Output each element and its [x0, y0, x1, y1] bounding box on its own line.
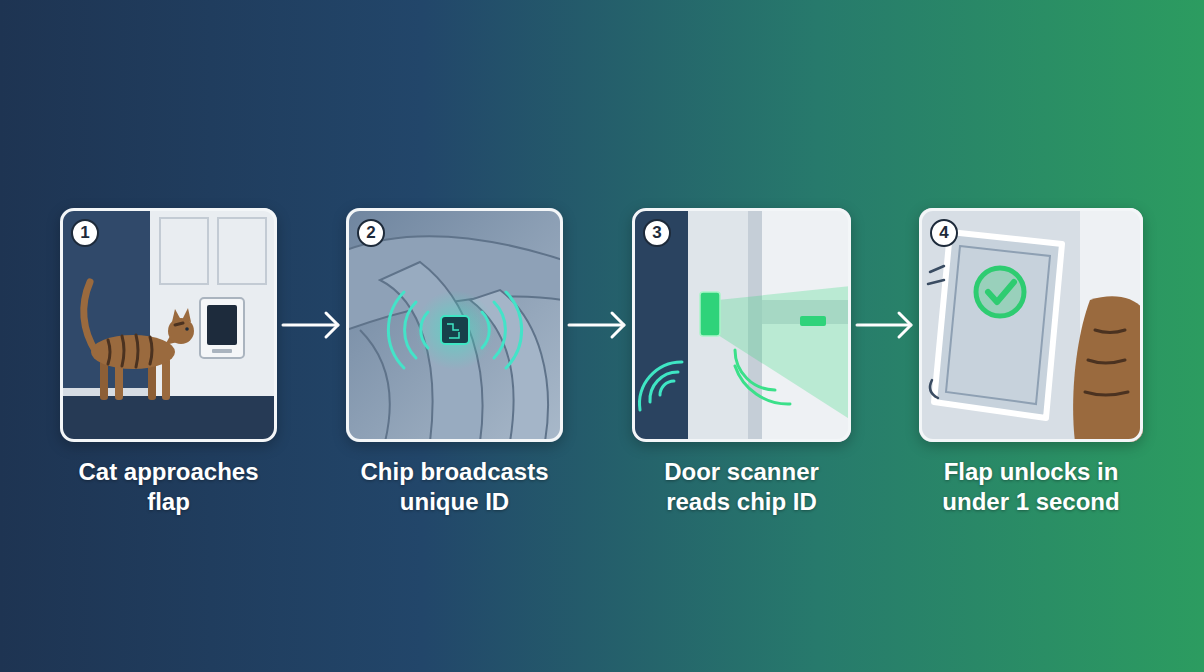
cat-scene-part [182, 308, 191, 322]
step-number: 1 [71, 219, 99, 247]
cat-scene-part [91, 335, 175, 369]
door-scanner-part [700, 292, 720, 336]
flap-open-part [928, 266, 944, 398]
arrow-head [326, 313, 338, 337]
chip-anatomy-part [346, 208, 563, 442]
chip-anatomy-part-part [421, 312, 428, 348]
cat-scene-part-part [150, 337, 152, 364]
chip-anatomy-part-part [388, 292, 404, 368]
step-number: 4 [930, 219, 958, 247]
step-caption: Flap unlocks in under 1 second [922, 457, 1140, 517]
step-number: 3 [643, 219, 671, 247]
flow-arrow [857, 313, 911, 337]
cat-scene-part [172, 309, 181, 322]
chip-anatomy-part-part [405, 302, 416, 358]
flap-open-part [988, 282, 1014, 302]
arrow-head [612, 313, 624, 337]
cat-scene-part [160, 218, 208, 284]
cat-scene-part [207, 305, 237, 345]
chip-anatomy-part [360, 330, 390, 442]
flap-open-part-part [1095, 330, 1125, 333]
arrow-head [899, 313, 911, 337]
door-scanner-part-part [650, 372, 678, 402]
door-scanner-part-part [660, 381, 674, 395]
door-scanner-part [632, 208, 851, 442]
cat-scene [60, 208, 277, 442]
arrow-line [857, 324, 911, 327]
step-caption: Chip broadcasts unique ID [346, 457, 564, 517]
arrow-line [283, 324, 338, 327]
flap-open-part-part [928, 280, 944, 284]
cat-scene-part-part [108, 340, 110, 364]
step-caption: Cat approaches flap [60, 457, 278, 517]
chip-anatomy-part-part [494, 302, 505, 358]
chip-anatomy-part [441, 316, 469, 344]
flap-open-part [1073, 296, 1143, 442]
flap-open-part-part [1088, 360, 1125, 363]
chip-anatomy-part-part [482, 312, 489, 348]
cat-scene-part-part [122, 336, 124, 366]
door-scanner [632, 208, 851, 442]
step-number: 2 [357, 219, 385, 247]
flap-open [919, 208, 1143, 442]
step-panel: 3Door scanner reads chip ID [632, 208, 851, 442]
step-caption: Door scanner reads chip ID [633, 457, 851, 517]
door-scanner-part [718, 286, 851, 420]
door-scanner-part-part [735, 366, 790, 404]
door-scanner-part-part [640, 362, 682, 410]
chip-anatomy-part-part [506, 292, 522, 368]
door-scanner-part-part [735, 350, 775, 390]
step-panel: 2Chip broadcasts unique ID [346, 208, 563, 442]
cat-scene-part [212, 349, 232, 353]
cat-scene-part [185, 327, 189, 331]
flap-open-part [934, 232, 1062, 418]
flow-arrow [569, 313, 624, 337]
arrow-line [569, 324, 624, 327]
cat-scene-part [60, 396, 277, 442]
cat-scene-part [108, 323, 183, 367]
chip-anatomy-part [470, 290, 548, 442]
cat-scene-part-part [136, 335, 138, 367]
step-panel: 4Flap unlocks in under 1 second [919, 208, 1143, 442]
door-scanner-part [735, 350, 790, 404]
cat-scene-part [60, 208, 277, 442]
cat-scene-part [162, 358, 170, 400]
flap-open-part [946, 246, 1050, 404]
flap-open-part [976, 268, 1024, 316]
step-panel: 1Cat approaches flap [60, 208, 277, 442]
chip-anatomy-part [415, 290, 495, 370]
flap-open-part-part [1085, 392, 1128, 395]
cat-scene-part-part [175, 323, 183, 325]
cat-scene-part [100, 360, 108, 400]
chip-anatomy [346, 208, 563, 442]
flap-open-part-part [930, 266, 944, 272]
flap-open-part-part [930, 380, 938, 398]
cat-scene-part [84, 282, 96, 352]
cat-scene-part [218, 218, 266, 284]
door-scanner-part [800, 316, 826, 326]
chip-anatomy-part [447, 324, 459, 338]
flap-open-part [1085, 330, 1128, 395]
flow-arrow [283, 313, 338, 337]
door-scanner-part [640, 362, 682, 410]
chip-anatomy-part [388, 292, 521, 368]
cat-scene-part [168, 318, 194, 344]
cat-scene-part [200, 298, 244, 358]
